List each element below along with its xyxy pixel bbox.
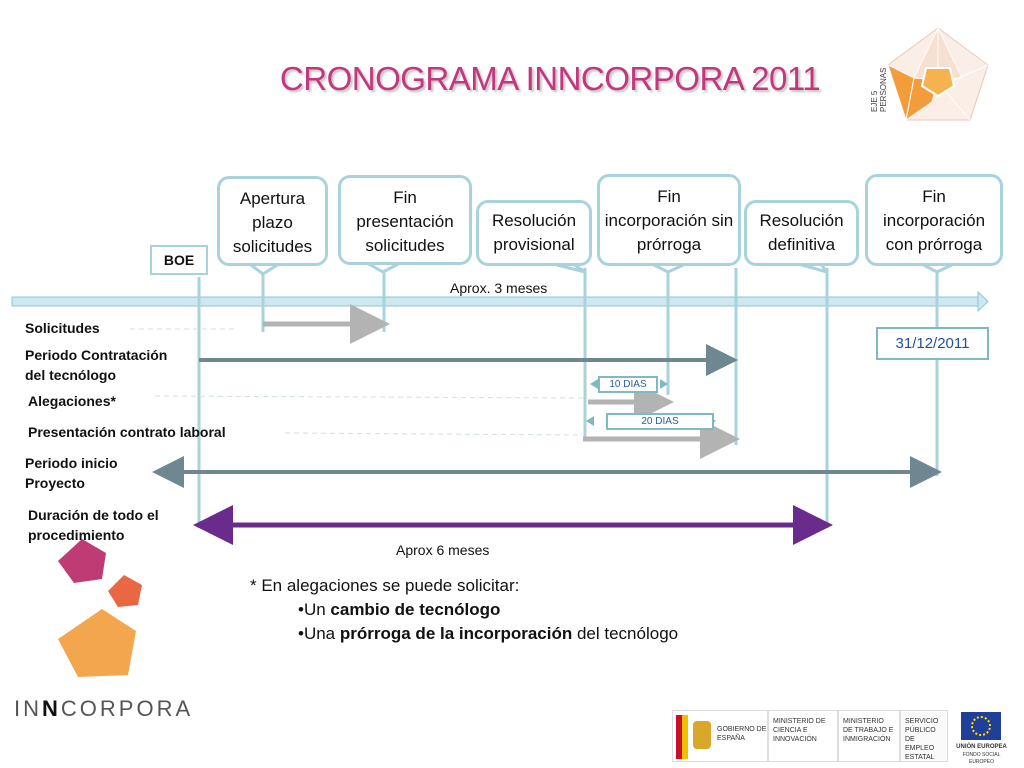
row-label-duracion-line2: procedimiento (28, 527, 125, 543)
callout-fin-presentacion: Fin presentación solicitudes (338, 175, 472, 265)
callout-res-definitiva: Resolución definitiva (744, 200, 859, 266)
row-label-inicio-line1: Periodo inicio (25, 455, 118, 471)
row-label-contratacion-line1: Periodo Contratación (25, 347, 168, 363)
note-aprox-3-meses: Aprox. 3 meses (450, 280, 548, 296)
inncorpora-logo: INNCORPORA (14, 696, 194, 721)
row-label-solicitudes: Solicitudes (25, 320, 100, 336)
date-box: 31/12/2011 (876, 327, 989, 360)
coat-of-arms-icon (693, 721, 711, 749)
timeline-diagram (11, 260, 989, 545)
callout-apertura-text: Apertura plazo solicitudes (232, 189, 313, 256)
page-title: CRONOGRAMA INNCORPORA 2011 (279, 60, 821, 97)
main-timeline-arrow (11, 290, 989, 313)
callout-fin-sin-prorroga-text: Fin incorporación sin prórroga (604, 187, 734, 254)
decorative-pentagons-icon (58, 539, 142, 677)
callout-apertura: Apertura plazo solicitudes (217, 176, 328, 266)
callout-res-provisional-text: Resolución provisional (491, 211, 577, 254)
logo-trabajo: MINISTERIO DE TRABAJO E INMIGRACIÓN (838, 710, 900, 762)
row-label-inicio: Periodo inicio Proyecto (25, 453, 118, 493)
footnote-intro: * En alegaciones se puede solicitar: (250, 576, 520, 595)
pill-20-dias: 20 DIAS (606, 413, 714, 430)
row-label-contratacion: Periodo Contratación del tecnólogo (25, 345, 167, 385)
eu-flag-icon (961, 712, 1001, 740)
footnote: * En alegaciones se puede solicitar: •Un… (250, 574, 678, 646)
callout-fin-con-prorroga: Fin incorporación con prórroga (865, 174, 1003, 266)
institutional-logos: GOBIERNO DE ESPAÑA MINISTERIO DE CIENCIA… (672, 710, 1007, 765)
row-label-duracion-line1: Duración de todo el (28, 507, 159, 523)
note-aprox-6-meses: Aprox 6 meses (396, 542, 490, 558)
vertical-markers (197, 268, 939, 528)
callout-res-provisional: Resolución provisional (476, 200, 592, 266)
pentagon-eje-icon (887, 26, 989, 122)
dashed-guides (130, 328, 586, 436)
boe-box: BOE (150, 245, 208, 275)
callout-fin-presentacion-text: Fin presentación solicitudes (356, 188, 454, 255)
callout-res-definitiva-text: Resolución definitiva (759, 211, 844, 254)
footnote-item-1: •Un cambio de tecnólogo (298, 600, 501, 619)
row-label-duracion: Duración de todo el procedimiento (28, 505, 159, 545)
row-label-alegaciones: Alegaciones* (28, 393, 116, 409)
logo-gobierno: GOBIERNO DE ESPAÑA (672, 710, 768, 762)
logo-ciencia: MINISTERIO DE CIENCIA E INNOVACIÓN (768, 710, 838, 762)
callout-fin-con-prorroga-text: Fin incorporación con prórroga (882, 187, 986, 254)
footnote-item-2: •Una prórroga de la incorporación del te… (298, 624, 679, 643)
pill-10-dias: 10 DIAS (598, 376, 658, 393)
row-label-contratacion-line2: del tecnólogo (25, 367, 116, 383)
row-label-presentacion: Presentación contrato laboral (28, 424, 226, 440)
logo-sepe: SERVICIO PÚBLICO DE EMPLEO ESTATAL (900, 710, 948, 762)
logo-ue: UNIÓN EUROPEA FONDO SOCIAL EUROPEO (956, 710, 1007, 765)
row-label-inicio-line2: Proyecto (25, 475, 85, 491)
callout-fin-sin-prorroga: Fin incorporación sin prórroga (597, 174, 741, 266)
